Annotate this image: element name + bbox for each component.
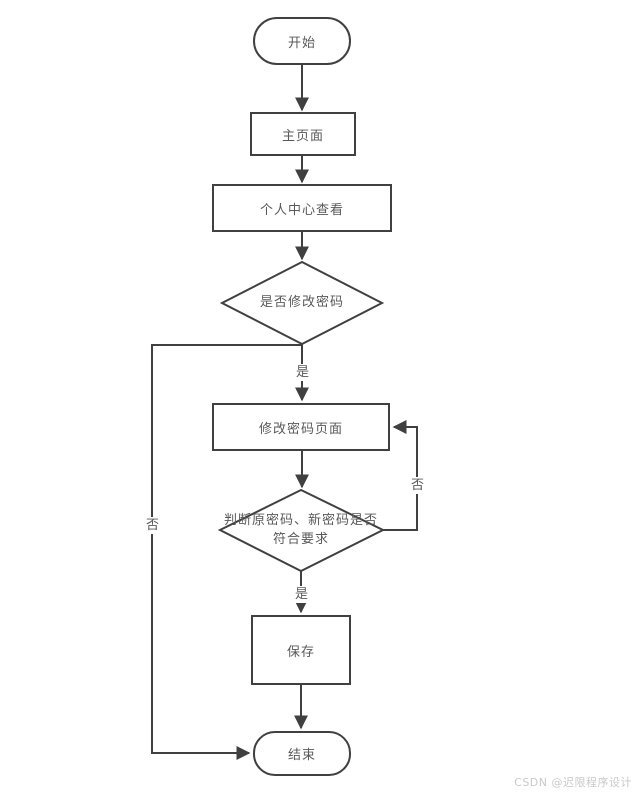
edge-decision1-no-to-end: [151, 344, 302, 760]
edge-label-no-modify: 否: [145, 517, 161, 534]
node-save: 保存: [251, 615, 351, 685]
node-main-page: 主页面: [250, 112, 356, 156]
edge-label-yes-valid: 是: [294, 586, 310, 603]
decision-password-valid-diamond: [217, 488, 386, 573]
edge-label-no-valid: 否: [410, 477, 426, 494]
csdn-watermark: CSDN @迟限程序设计: [514, 776, 632, 789]
decision-modify-password-diamond: [219, 260, 385, 346]
node-personal-center: 个人中心查看: [212, 184, 392, 232]
node-start: 开始: [253, 17, 351, 65]
node-decision-valid-label: 判断原密码、新密码是否 符合要求: [223, 513, 378, 547]
node-password-page: 修改密码页面: [212, 403, 390, 451]
node-decision-modify-label: 是否修改密码: [259, 294, 344, 310]
node-end: 结束: [253, 731, 351, 776]
edge-label-yes-modify: 是: [295, 364, 311, 381]
